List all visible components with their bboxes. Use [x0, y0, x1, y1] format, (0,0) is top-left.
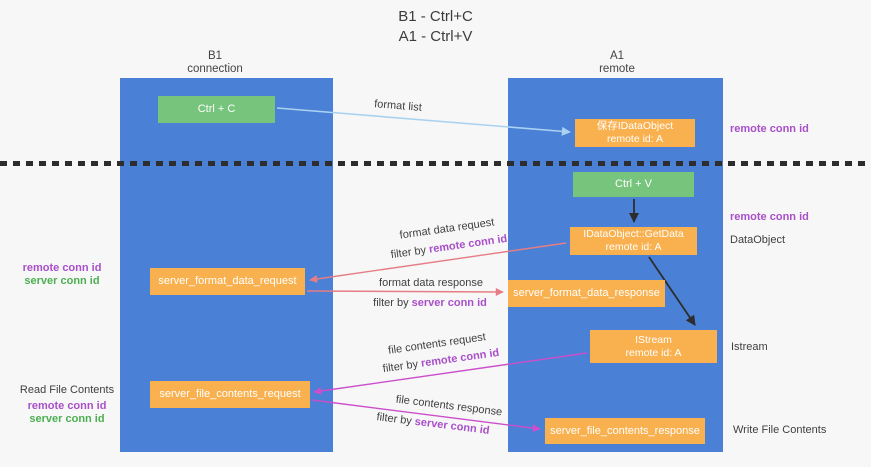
ctrl-v-label: Ctrl + V [615, 178, 652, 190]
filter-value: server conn id [414, 415, 491, 437]
label-filter-server-1: filter by server conn id [373, 297, 487, 309]
right-label-dataobject: DataObject [730, 234, 786, 246]
left-label-conn-ids-1: remote conn id server conn id [12, 262, 112, 288]
label-format-data-response: format data response [379, 277, 483, 289]
title-line-2: A1 - Ctrl+V [398, 28, 473, 45]
right-label-write-file-contents: Write File Contents [733, 424, 827, 436]
filter-prefix: filter by [375, 411, 416, 428]
right-column-header: A1 remote [547, 50, 687, 76]
server-format-data-request-label: server_format_data_request [158, 275, 297, 287]
node-getdata: IDataObject::GetData remote id: A [570, 227, 697, 255]
left-label-read-file-contents-group: Read File Contents remote conn id server… [12, 384, 122, 426]
dashed-divider [0, 161, 871, 166]
node-ctrl-c: Ctrl + C [158, 96, 275, 123]
left-label-server-conn-id-1: server conn id [24, 275, 100, 287]
left-label-server-conn-id-2: server conn id [29, 413, 105, 425]
right-column-role: remote [599, 63, 635, 75]
getdata-line1: IDataObject::GetData [583, 228, 684, 240]
left-column-role: connection [187, 63, 243, 75]
diagram-title: B1 - Ctrl+C A1 - Ctrl+V [0, 7, 871, 47]
node-server-file-contents-request: server_file_contents_request [150, 381, 310, 408]
save-dataobject-line1: 保存IDataObject [596, 120, 674, 132]
getdata-line2: remote id: A [605, 241, 662, 253]
filter-prefix: filter by [390, 243, 430, 262]
ctrl-c-label: Ctrl + C [197, 103, 236, 115]
server-file-contents-response-label: server_file_contents_response [550, 424, 700, 437]
filter-value: server conn id [411, 297, 487, 309]
left-label-remote-conn-id-2: remote conn id [27, 400, 107, 412]
right-label-istream: Istream [731, 341, 768, 353]
title-line-1: B1 - Ctrl+C [398, 8, 473, 25]
right-label-remote-conn-id-2: remote conn id [730, 211, 809, 223]
filter-value: remote conn id [428, 232, 508, 256]
left-label-read-file-contents: Read File Contents [19, 384, 115, 396]
save-dataobject-line2: remote id: A [606, 133, 664, 145]
left-column-name: B1 [207, 50, 223, 62]
arrow-format-data-response [306, 287, 504, 296]
node-save-dataobject: 保存IDataObject remote id: A [575, 119, 695, 147]
server-format-data-response-label: server_format_data_response [513, 287, 660, 299]
node-server-file-contents-response: server_file_contents_response [545, 418, 705, 444]
server-file-contents-request-label: server_file_contents_request [159, 388, 301, 400]
istream-line1: IStream [635, 333, 672, 346]
istream-line2: remote id: A [625, 346, 682, 359]
node-server-format-data-request: server_format_data_request [150, 268, 305, 295]
filter-prefix: filter by [382, 357, 422, 376]
right-column-name: A1 [609, 50, 625, 62]
filter-prefix: filter by [373, 297, 412, 309]
label-format-list: format list [373, 98, 423, 114]
left-label-remote-conn-id-1: remote conn id [22, 262, 102, 274]
left-column-header: B1 connection [145, 50, 285, 76]
node-istream: IStream remote id: A [590, 330, 717, 363]
node-server-format-data-response: server_format_data_response [508, 280, 665, 307]
node-ctrl-v: Ctrl + V [573, 172, 694, 197]
right-label-remote-conn-id-1: remote conn id [730, 123, 809, 135]
